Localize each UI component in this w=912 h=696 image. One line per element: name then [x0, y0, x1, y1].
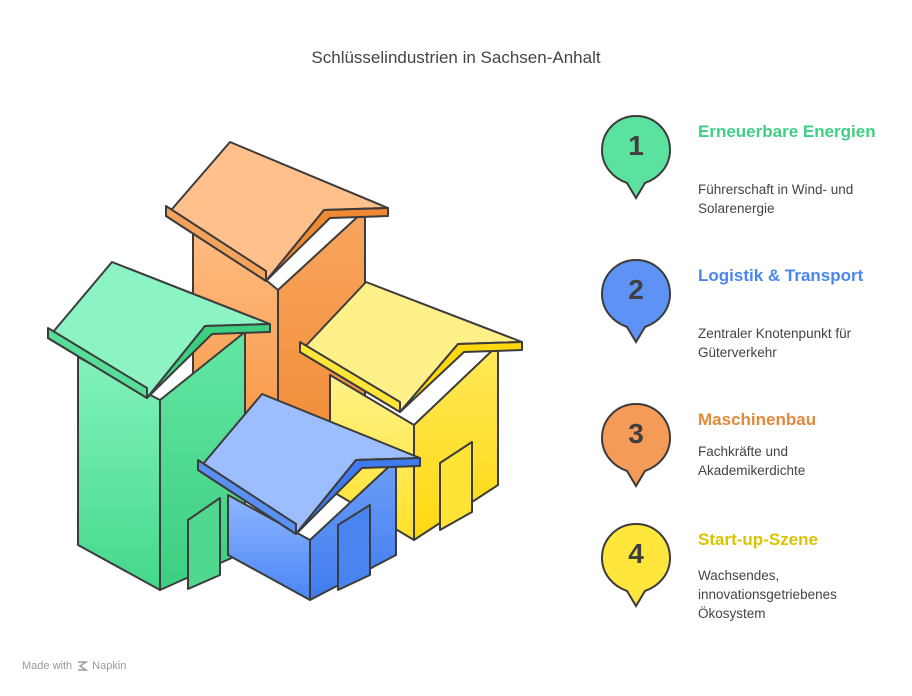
item-title: Maschinenbau — [698, 410, 817, 429]
item-number: 3 — [628, 418, 644, 449]
item-description: Wachsendes, innovationsgetriebenes Ökosy… — [698, 568, 837, 621]
pin-marker-icon — [600, 114, 672, 200]
item-title: Logistik & Transport — [698, 266, 864, 285]
item-description: Fachkräfte und Akademikerdichte — [698, 444, 806, 478]
napkin-logo-icon — [78, 661, 89, 671]
list-item-1: 1 Erneuerbare Energien Führerschaft in W… — [598, 114, 898, 216]
made-with-footer: Made with Napkin — [22, 660, 126, 672]
pin-marker-icon — [600, 258, 672, 344]
item-title: Start-up-Szene — [698, 530, 818, 549]
pin-marker-icon — [600, 522, 672, 608]
napkin-brand: Napkin — [92, 660, 127, 672]
building-green — [47, 261, 271, 591]
made-with-label: Made with — [22, 660, 73, 672]
item-description: Führerschaft in Wind- und Solarenergie — [698, 182, 854, 216]
item-description: Zentraler Knotenpunkt für Güterverkehr — [698, 326, 852, 360]
list-item-2: 2 Logistik & Transport Zentraler Knotenp… — [598, 258, 898, 360]
item-title: Erneuerbare Energien — [698, 122, 876, 141]
list-item-3: 3 Maschinenbau Fachkräfte und Akademiker… — [598, 402, 898, 492]
item-number: 4 — [628, 538, 644, 569]
item-number: 1 — [628, 130, 644, 161]
pin-marker-icon — [600, 402, 672, 488]
building-blue — [197, 393, 421, 601]
diagram-title: Schlüsselindustrien in Sachsen-Anhalt — [311, 48, 601, 67]
building-yellow — [299, 281, 523, 541]
list-item-4: 4 Start-up-Szene Wachsendes, innovations… — [598, 522, 898, 632]
item-number: 2 — [628, 274, 644, 305]
